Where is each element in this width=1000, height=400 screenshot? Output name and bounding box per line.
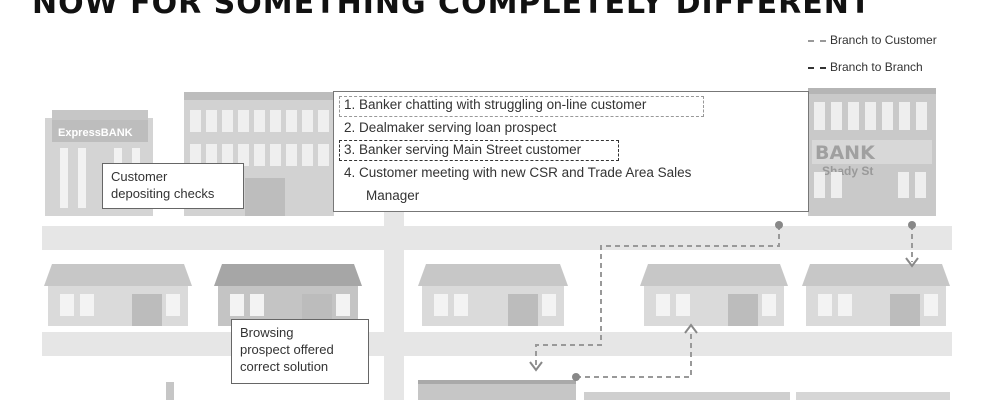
bottom-building-left-roof bbox=[418, 380, 576, 384]
legend-branch-to-customer-swatch bbox=[808, 40, 826, 42]
legend-branch-to-branch: Branch to Branch bbox=[830, 60, 923, 74]
legend-branch-to-branch-swatch bbox=[808, 67, 826, 69]
house bbox=[418, 264, 568, 326]
legend-branch-to-customer: Branch to Customer bbox=[830, 33, 937, 47]
road-horizontal-top bbox=[42, 226, 952, 250]
list-item: 2. Dealmaker serving loan prospect bbox=[344, 120, 556, 135]
list-item-text: 3. Banker serving Main Street customer bbox=[344, 142, 582, 157]
list-item: 4. Customer meeting with new CSR and Tra… bbox=[344, 165, 691, 180]
house bbox=[214, 264, 362, 326]
scenario-list-box: 1. Banker chatting with struggling on-li… bbox=[333, 91, 809, 212]
house bbox=[802, 264, 950, 326]
bank-sign: BANK bbox=[815, 142, 876, 164]
shady-st-sign: Shady St bbox=[822, 164, 873, 178]
branch-to-customer-route bbox=[535, 225, 913, 378]
house bbox=[44, 264, 192, 326]
callout-line: depositing checks bbox=[111, 186, 215, 201]
list-item: 3. Banker serving Main Street customer bbox=[344, 142, 581, 157]
list-item-text: 2. Dealmaker serving loan prospect bbox=[344, 120, 557, 135]
office-building-windows-left bbox=[190, 110, 329, 216]
highlight-branch-to-customer bbox=[339, 96, 704, 117]
house bbox=[640, 264, 788, 326]
callout-browsing-prospect: Browsing prospect offered correct soluti… bbox=[231, 319, 369, 384]
bottom-building-far-right bbox=[796, 392, 950, 400]
page-title: NOW FOR SOMETHING COMPLETELY DIFFERENT bbox=[32, 0, 872, 21]
callout-line: correct solution bbox=[240, 359, 329, 374]
road-vertical bbox=[384, 210, 404, 400]
list-item-text: 4. Customer meeting with new CSR and Tra… bbox=[344, 165, 692, 180]
list-item-text: 1. Banker chatting with struggling on-li… bbox=[344, 97, 647, 112]
express-bank-sign: ExpressBANK bbox=[58, 127, 133, 139]
route-markers bbox=[529, 221, 919, 381]
list-item-text: Manager bbox=[366, 188, 420, 203]
list-item: Manager bbox=[366, 188, 419, 203]
bottom-building-left bbox=[418, 382, 576, 400]
callout-line: Customer bbox=[111, 169, 168, 184]
list-item: 1. Banker chatting with struggling on-li… bbox=[344, 97, 646, 112]
callout-customer-depositing: Customer depositing checks bbox=[102, 163, 244, 209]
houses-row bbox=[44, 264, 950, 326]
bottom-building-right bbox=[584, 392, 790, 400]
bottom-pole bbox=[166, 382, 174, 400]
callout-line: Browsing bbox=[240, 325, 294, 340]
office-building-windows-right bbox=[814, 102, 927, 198]
road-horizontal-bottom bbox=[42, 332, 952, 356]
highlight-branch-to-branch bbox=[339, 140, 619, 161]
callout-line: prospect offered bbox=[240, 342, 334, 357]
